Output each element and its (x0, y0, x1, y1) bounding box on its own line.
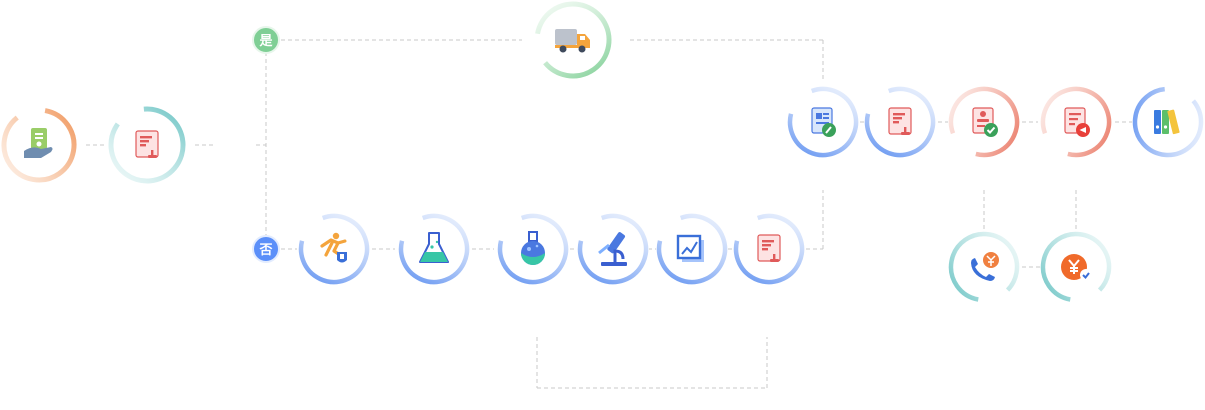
edit-document-icon (811, 107, 836, 137)
binders-icon (1154, 109, 1180, 135)
no-badge: 否 (252, 235, 280, 263)
round-flask-icon (521, 231, 545, 265)
runner-badge-icon (320, 232, 347, 263)
step-node-stamped-document (733, 213, 805, 285)
step-node-conical-flask (398, 213, 470, 285)
step-node-yuan-coin (1040, 231, 1112, 303)
step-node-chart-report (656, 213, 728, 285)
step-node-phone-payment (948, 231, 1020, 303)
send-document-icon (1064, 107, 1090, 137)
approved-document-icon (972, 107, 998, 137)
yes-badge-label: 是 (258, 34, 273, 49)
chart-report-icon (676, 234, 704, 262)
step-node-runner (298, 213, 370, 285)
microscope-icon (598, 232, 627, 266)
step-node-send-document (1040, 86, 1112, 158)
no-badge-label: 否 (258, 243, 272, 258)
delivery-truck-icon (555, 29, 590, 53)
step-node-stamped-document (108, 106, 186, 184)
step-node-approved-document (948, 86, 1020, 158)
hand-document-icon (24, 128, 53, 158)
step-node-binders (1132, 86, 1204, 158)
step-node-microscope (577, 213, 649, 285)
yes-badge: 是 (252, 26, 280, 54)
step-node-delivery (534, 1, 612, 79)
step-node-edit-document (787, 86, 859, 158)
step-node-stamped-document (864, 86, 936, 158)
yuan-coin-icon (1061, 254, 1092, 281)
stamped-document-icon (757, 234, 781, 263)
conical-flask-icon (419, 232, 449, 263)
phone-payment-icon (971, 252, 999, 281)
stamped-document-icon (888, 107, 912, 136)
step-node-round-flask (497, 213, 569, 285)
connectors (86, 39, 1134, 389)
step-node-hand-document (1, 107, 77, 183)
stamped-document-icon (135, 130, 159, 159)
